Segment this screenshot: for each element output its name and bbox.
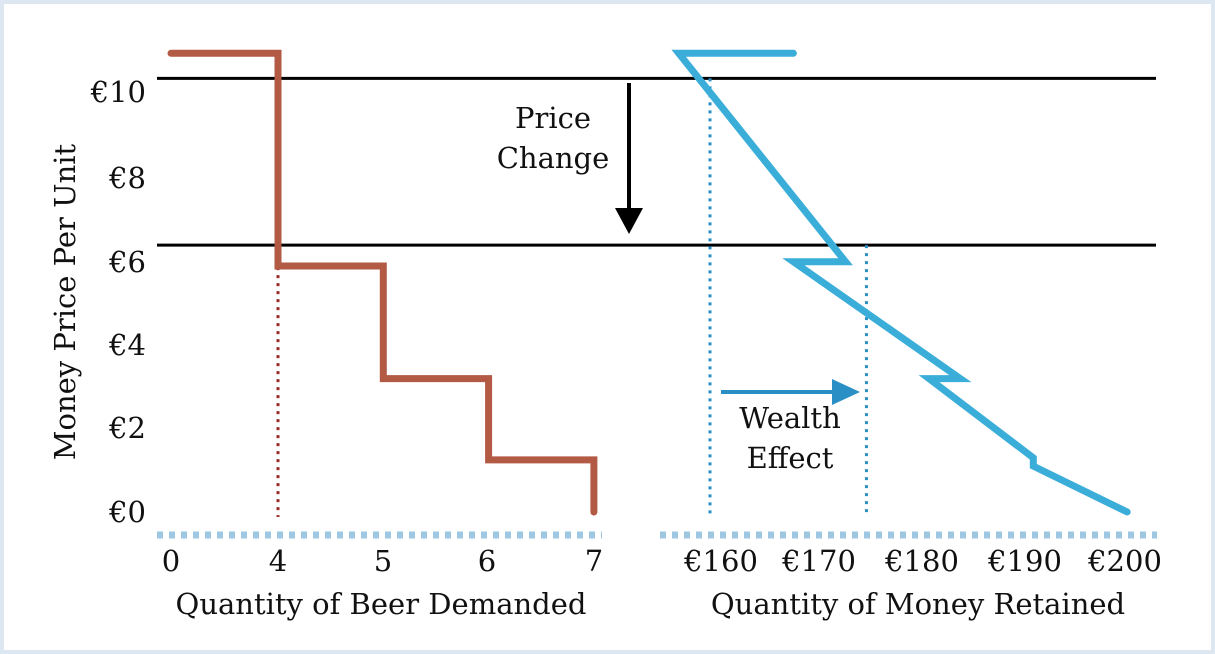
wealth-effect-label-line2: Effect [747, 441, 834, 475]
money-retained-curve [671, 49, 1131, 516]
money-x-tick-label: €180 [884, 544, 959, 578]
y-axis-label: Money Price Per Unit [48, 143, 82, 460]
y-tick-label: €4 [108, 328, 146, 362]
money-x-tick-label: €160 [683, 544, 758, 578]
price-change-label-line2: Change [497, 141, 610, 175]
beer-x-tick-label: 5 [374, 544, 392, 578]
beer-x-tick-label: 0 [162, 544, 180, 578]
beer-demand-curve [167, 49, 598, 516]
money-x-tick-label: €190 [987, 544, 1062, 578]
wealth-effect-arrow-icon [721, 379, 860, 405]
wealth-effect-label-line1: Wealth [739, 401, 841, 435]
price-change-label-line1: Price [515, 101, 591, 135]
money-x-axis-label: Quantity of Money Retained [711, 587, 1125, 621]
y-tick-label: €2 [108, 411, 146, 445]
beer-x-tick-label: 4 [269, 544, 287, 578]
y-tick-label: €8 [108, 161, 146, 195]
beer-x-tick-label: 6 [478, 544, 496, 578]
beer-x-axis-label: Quantity of Beer Demanded [176, 587, 587, 621]
beer-x-tick-label: 7 [585, 544, 603, 578]
y-tick-label: €0 [108, 495, 146, 529]
y-tick-label: €10 [90, 75, 146, 109]
y-tick-label: €6 [108, 245, 146, 279]
money-x-tick-label: €170 [781, 544, 856, 578]
money-x-tick-label: €200 [1087, 544, 1162, 578]
price-change-arrow-icon [615, 83, 643, 234]
